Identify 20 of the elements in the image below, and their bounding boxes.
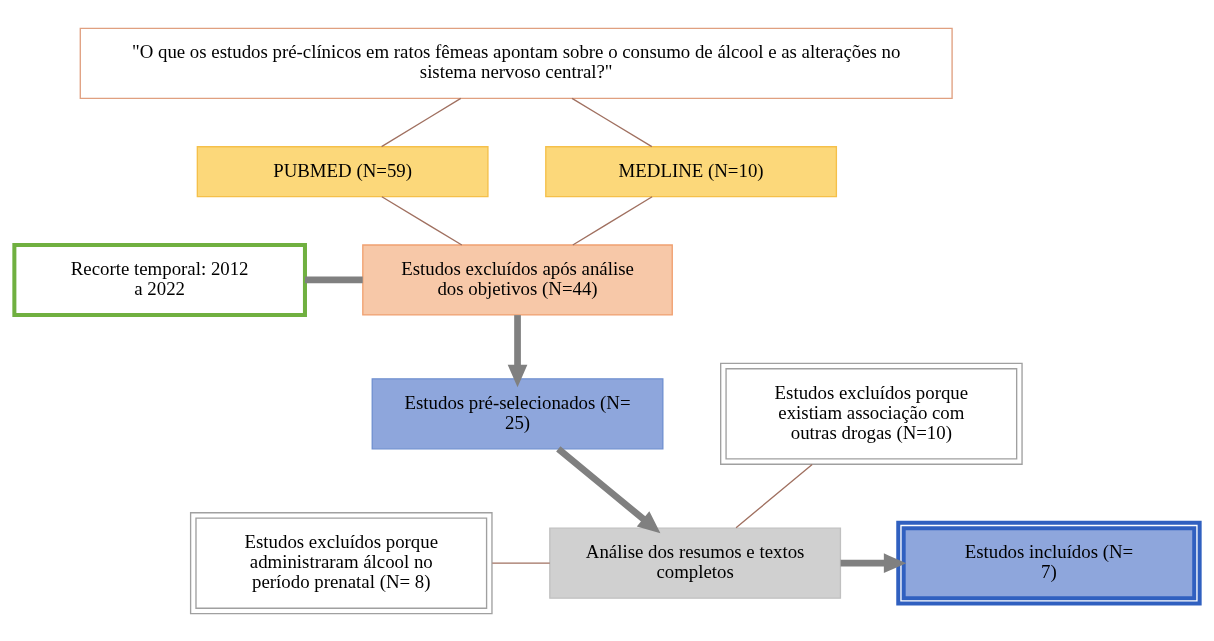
node-box: MEDLINE (N=10) — [545, 145, 838, 197]
arrow — [556, 445, 661, 533]
connector — [491, 562, 551, 564]
connector — [305, 276, 363, 283]
arrow — [507, 314, 528, 387]
node-box: Estudos excluídos porque existiam associação com outras drogas (N=10) — [720, 362, 1023, 465]
connector — [380, 97, 462, 147]
arrow — [840, 552, 907, 573]
connector — [735, 463, 813, 528]
node-box: Estudos incluídos (N= 7) — [896, 520, 1202, 606]
node-box: Estudos excluídos porque administraram álcool no período prenatal (N= 8) — [189, 511, 493, 614]
connector — [571, 97, 653, 147]
connector — [572, 195, 653, 246]
connector — [381, 195, 463, 246]
node-box: Recorte temporal: 2012 a 2022 — [12, 242, 307, 317]
node-box: Estudos pré-selecionados (N= 25) — [371, 377, 664, 449]
node-box: Estudos excluídos após análise dos objetivos (N=44) — [362, 243, 673, 316]
node-box: Análise dos resumos e textos completos — [549, 527, 842, 599]
node-box: PUBMED (N=59) — [196, 145, 489, 197]
node-box: "O que os estudos pré-clínicos em ratos fêmeas apontam sobre o consumo de álcool e as alterações no sistema nervoso central?" — [79, 27, 953, 99]
